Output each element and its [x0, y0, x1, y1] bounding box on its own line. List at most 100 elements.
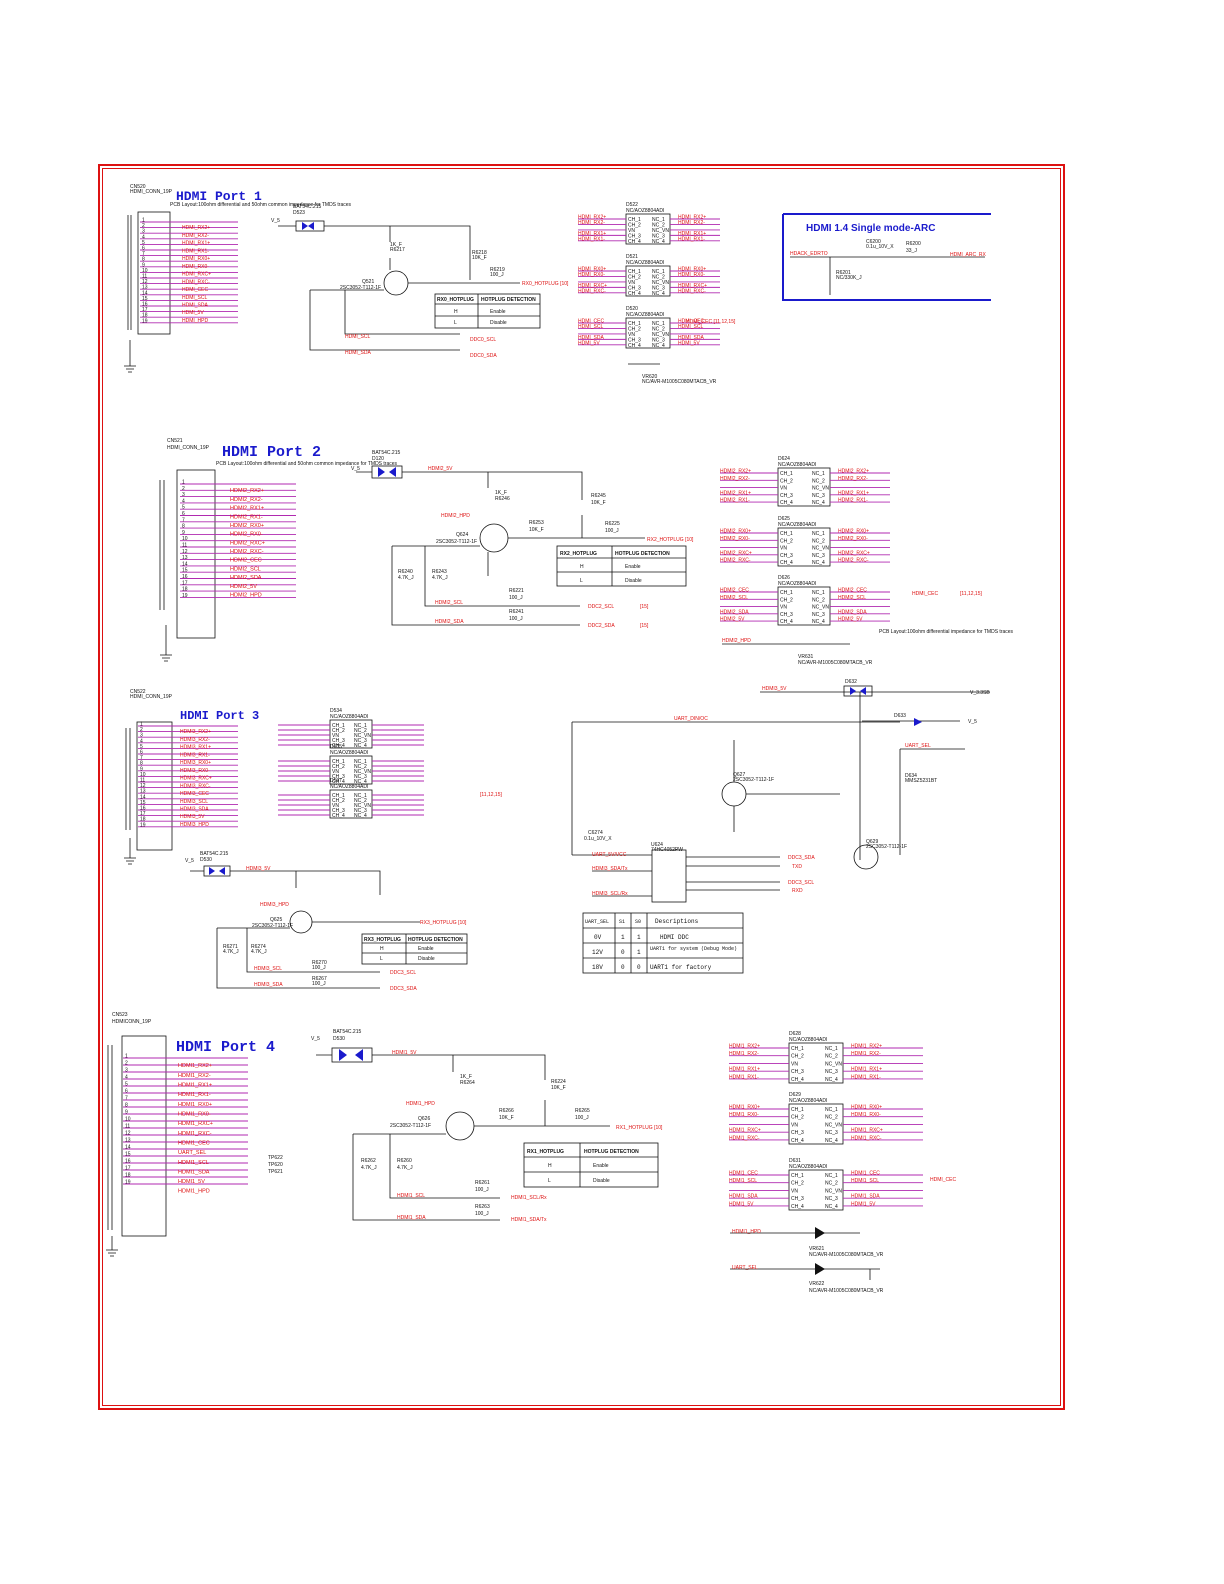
port3-diode-body	[203, 865, 231, 877]
port4-esd-pin-right: NC_VN	[825, 1061, 842, 1067]
port1-connector-type: HDMI_CONN_19P	[130, 189, 173, 195]
port4-vr-wires	[730, 1232, 880, 1280]
uart-table-r1c0: 12V	[592, 949, 603, 956]
port4-pin-number: 10	[125, 1117, 131, 1123]
port2-esd-pin-right: NC_3	[812, 612, 825, 618]
port2-diode-part: BAT54C.215	[372, 450, 400, 456]
port1-esd-pin-left: CH_4	[628, 343, 641, 349]
uart-net-right-0: DDC3_SDA	[788, 855, 815, 861]
port1-transistor-icon	[383, 270, 409, 296]
port2-esd-net-left: HDMI2_5V	[720, 617, 745, 623]
port4-pin-number: 9	[125, 1110, 128, 1116]
port1-transistor-ref: Q521	[362, 279, 374, 285]
port4-pin-label: HDMI1_RXC+	[178, 1121, 213, 1127]
port4-connector-body	[121, 1035, 167, 1237]
uart-mux-part: 74HC4052PW	[651, 847, 683, 853]
port1-pin-label: HDMI_RX2+	[182, 225, 210, 231]
port4-table-r2c2: Disable	[593, 1178, 610, 1184]
port3-esd-pin-left: CH_4	[332, 779, 345, 785]
port1-esd-pin-left: CH_1	[628, 269, 641, 275]
port2-esd-pin-right: NC_1	[812, 531, 825, 537]
port1-esd-part: NC/AOZ8804ADI	[626, 312, 664, 318]
uart-q627: Q627	[733, 772, 745, 778]
uart-d634-part: MMSZ5231BT	[905, 778, 937, 784]
port3-pin-label: HDMI3_CEC	[180, 791, 209, 797]
port4-scl-net: HDMI1_SCL	[397, 1193, 425, 1199]
port1-esd-ref: D520	[626, 306, 638, 312]
port2-esd-pin-right: NC_4	[812, 619, 825, 625]
port1-ground-icon	[124, 365, 136, 373]
port2-pin-label: HDMI2_5V	[230, 584, 257, 590]
port4-esd-net-right: HDMI1_RXC-	[851, 1135, 882, 1141]
port4-pin-label: HDMI1_RXC-	[178, 1131, 212, 1137]
port2-rsda-val: 100_J	[509, 616, 523, 622]
port3-esd-pin-left: CH_3	[332, 738, 345, 744]
port2-esd-pin-right: NC_3	[812, 553, 825, 559]
port3-pin-lines: 12345678910111213141516171819HDMI3_RX2+H…	[138, 722, 238, 828]
port1-esd-pin-left: CH_4	[628, 239, 641, 245]
port2-pin-number: 11	[182, 543, 187, 549]
port2-rtop-val: 10K_F	[591, 500, 606, 506]
port4-rsda-val: 100_J	[475, 1211, 489, 1217]
port2-pin-label: HDMI2_RX2-	[230, 497, 263, 503]
port3-esd-pin-left: CH_3	[332, 774, 345, 780]
port2-cec-ref: [11,12,15]	[960, 591, 982, 597]
port4-pin-label: HDMI1_RX0+	[178, 1102, 212, 1108]
port2-esd-net-right: HDMI2_5V	[838, 617, 863, 623]
port4-pin-number: 12	[125, 1131, 131, 1137]
port3-esd-pin-left: CH_2	[332, 728, 345, 734]
port4-rhot-val: 100_J	[575, 1115, 589, 1121]
port3-pin-label: HDMI3_HPD	[180, 822, 209, 828]
port1-diode-icon	[302, 222, 314, 230]
port3-pin-number: 6	[140, 750, 143, 756]
port1-note: PCB Layout:100ohm differential and 50ohm…	[170, 202, 352, 208]
uart-sel-wire	[899, 748, 965, 855]
port4-table-col2: HOTPLUG DETECTION	[584, 1149, 639, 1155]
port4-esd-pin-right: NC_2	[825, 1054, 838, 1060]
port1-pin-label: HDMI_RX1+	[182, 241, 210, 247]
port2-esd-part: NC/AOZ8804ADI	[778, 462, 816, 468]
port2-title: HDMI Port 2	[222, 444, 321, 461]
uart-mux-in-wires	[572, 854, 652, 897]
port1-esd-pin-left: CH_3	[628, 233, 641, 239]
port3-ground-icon	[124, 857, 136, 865]
port4-table-r1c1: H	[548, 1163, 552, 1169]
port2-rhot-ref: R6225	[605, 521, 620, 527]
port1-r3-ref: R6219	[490, 267, 505, 273]
port1-esd-net-right: HDMI_RX0+	[678, 267, 706, 273]
port2-esd-ref: D625	[778, 516, 790, 522]
port3-pin-label: HDMI3_RX1+	[180, 745, 211, 751]
uart-q627-wires	[733, 740, 840, 832]
port2-esd-pin-left: CH_2	[780, 478, 793, 484]
port1-esd-pin-right: NC_1	[652, 321, 665, 327]
port4-esd-ref: D629	[789, 1092, 801, 1098]
port2-pin-label: HDMI2_RX0+	[230, 523, 264, 529]
uart-table-r2c0: 18V	[592, 964, 603, 971]
port1-esd-net-left: HDMI_5V	[578, 340, 600, 346]
port2-scl-net: HDMI2_SCL	[435, 600, 463, 606]
port4-esd-net-right: HDMI1_5V	[851, 1201, 876, 1207]
port4-diode-ref: D530	[333, 1036, 345, 1042]
port3-esd-pin-right: NC_4	[354, 743, 367, 749]
port4-esd-pin-left: CH_3	[791, 1196, 804, 1202]
arc-r2: R6201	[836, 270, 851, 276]
port4-esd-pin-left: VN	[791, 1061, 798, 1067]
port2-note: PCB Layout:100ohm differential and 50ohm…	[216, 461, 398, 467]
port4-esd-pin-right: NC_4	[825, 1138, 838, 1144]
port3-esd-pin-right: NC_1	[354, 793, 367, 799]
uart-q627-icon	[721, 781, 747, 807]
port1-ddc-scl: DDC0_SCL	[470, 337, 496, 343]
port4-esd-net-left: HDMI1_RXC-	[729, 1135, 760, 1141]
port4-esd-net-right: HDMI1_RX1-	[851, 1074, 881, 1080]
port2-esd-part: NC/AOZ8804ADI	[778, 581, 816, 587]
port3-pin-number: 10	[140, 772, 146, 778]
port1-transistor-part: 2SC3052-T112-1F	[340, 285, 381, 291]
port3-table-col2: HOTPLUG DETECTION	[408, 937, 463, 943]
port4-esd-net-left: HDMI1_RXC+	[729, 1128, 761, 1134]
schematic-frame-inner	[102, 168, 1061, 1406]
port3-esd-pin-right: NC_VN	[354, 733, 371, 739]
port3-esd-pin-left: CH_1	[332, 723, 345, 729]
uart-net-left-2: HDMI3_SCL/Rx	[592, 891, 628, 897]
port1-pin-lines: 12345678910111213141516171819HDMI_RX2+HD…	[140, 218, 238, 324]
port3-connector-body	[136, 721, 173, 851]
